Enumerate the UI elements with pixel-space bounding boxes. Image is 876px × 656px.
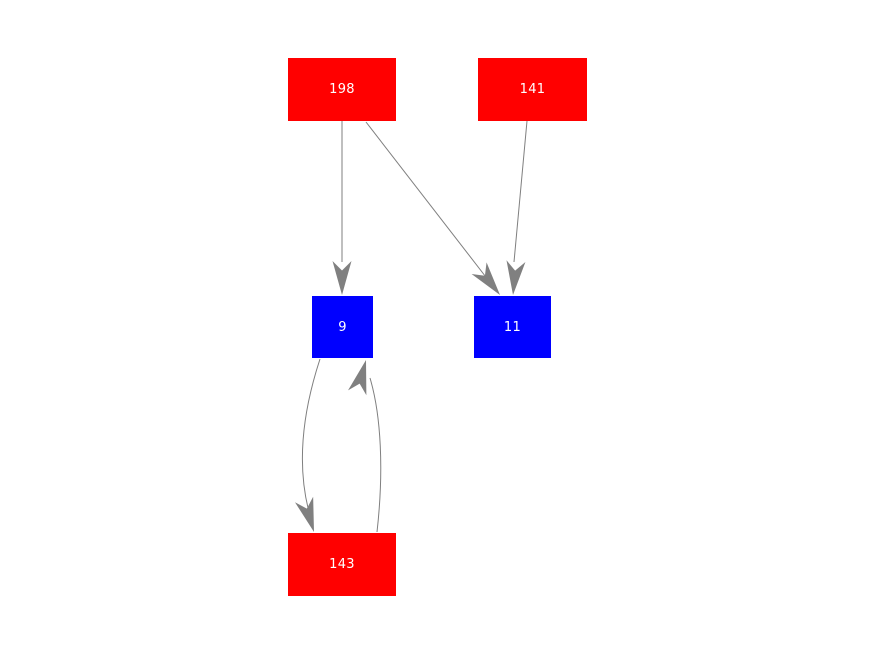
node-label: 143	[329, 557, 355, 572]
graph-node-11[interactable]: 11	[474, 296, 551, 358]
graph-edge	[369, 377, 382, 533]
graph-edge	[301, 358, 321, 513]
arrowhead-icon	[506, 260, 526, 295]
graph-node-198[interactable]: 198	[288, 58, 396, 121]
node-label: 141	[519, 82, 546, 97]
arrowhead-icon	[294, 496, 314, 532]
node-label: 9	[338, 319, 347, 335]
arrowhead-icon	[348, 360, 367, 396]
graph-edge	[513, 120, 528, 263]
graph-node-141[interactable]: 141	[478, 58, 587, 121]
node-label: 198	[329, 82, 355, 97]
graph-node-9[interactable]: 9	[312, 296, 373, 358]
graph-node-143[interactable]: 143	[288, 533, 396, 596]
arrowhead-icon	[332, 261, 352, 295]
graph-edge	[365, 121, 490, 282]
node-label: 11	[503, 319, 522, 335]
